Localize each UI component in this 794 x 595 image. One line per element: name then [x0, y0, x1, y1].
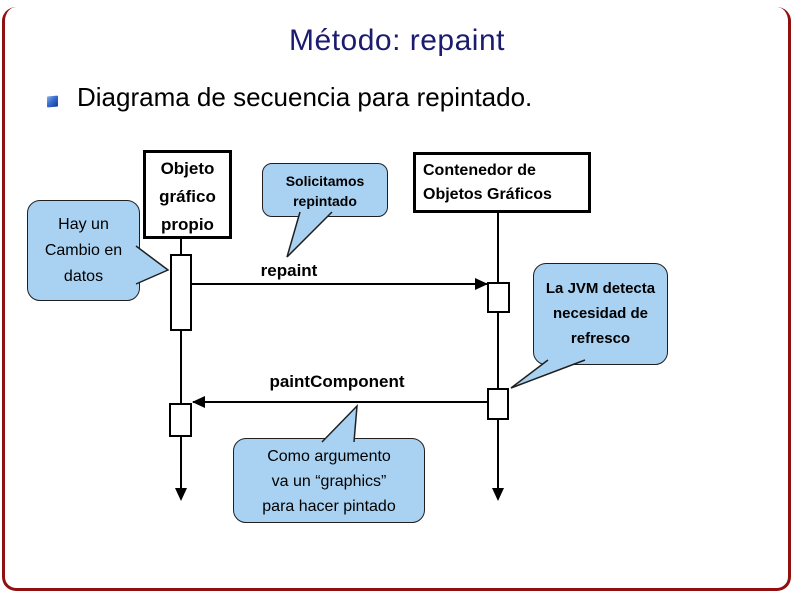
lifeline-arrow-down-icon: [492, 488, 504, 501]
activation-bar: [487, 282, 510, 313]
lifeline-objeto: [180, 238, 182, 490]
lifeline-arrow-down-icon: [175, 488, 187, 501]
bullet-text: Diagrama de secuencia para repintado.: [77, 82, 533, 112]
activation-bar: [169, 403, 192, 437]
slide-title: Método: repaint: [289, 24, 505, 57]
callout-como-argumento: Como argumento va un “graphics” para hac…: [233, 438, 425, 523]
activation-bar: [487, 388, 509, 420]
callout-jvm-detecta: La JVM detecta necesidad de refresco: [533, 263, 668, 365]
activation-bar: [170, 254, 192, 331]
arrow-left-icon: [192, 396, 205, 408]
message-label-repaint: repaint: [260, 261, 318, 280]
bullet-square-icon: [47, 95, 58, 108]
message-label-paintcomponent: paintComponent: [269, 372, 405, 391]
lifeline-contenedor: [497, 212, 499, 490]
callout-hay-un-cambio: Hay un Cambio en datos: [27, 200, 140, 301]
lifeline-box-objeto-grafico: Objeto gráfico propio: [143, 150, 232, 239]
message-line-repaint: [192, 283, 487, 285]
callout-solicitamos-repintado: Solicitamos repintado: [262, 163, 388, 217]
arrow-right-icon: [475, 278, 488, 290]
message-line-paintcomponent: [193, 401, 487, 403]
lifeline-box-contenedor: Contenedor de Objetos Gráficos: [413, 152, 591, 213]
